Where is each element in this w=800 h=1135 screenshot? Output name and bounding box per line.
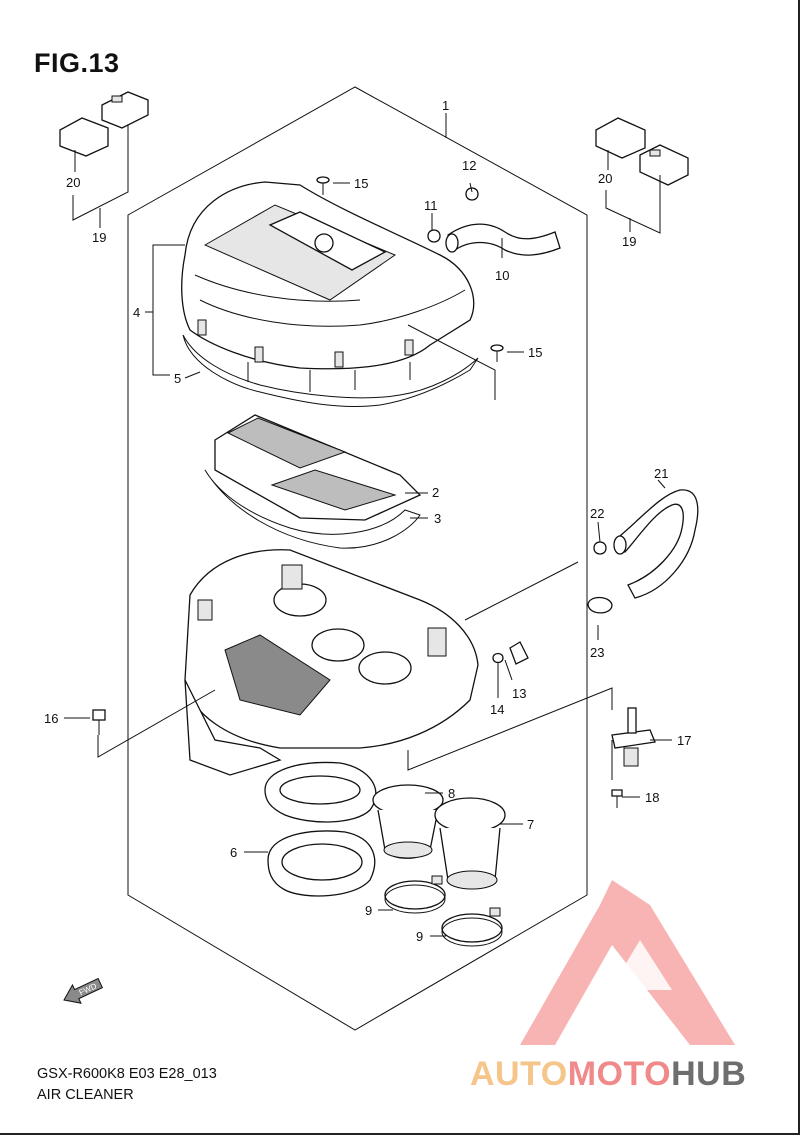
sensor-screw[interactable] (611, 789, 623, 808)
callout-6: 6 (230, 845, 237, 860)
drain-hose[interactable] (613, 489, 699, 599)
callout-labels: 1 2 3 4 5 6 7 8 9 9 10 11 12 13 14 15 15… (44, 98, 691, 944)
watermark-logo: AUTOMOTOHUB (470, 880, 746, 1093)
hose-clip-12[interactable] (465, 187, 479, 201)
callout-2: 2 (432, 485, 439, 500)
watermark-auto: AUTO (470, 1055, 568, 1093)
air-cleaner-case[interactable] (184, 549, 479, 776)
assembly-boundary (127, 86, 588, 1031)
callout-20-a: 20 (66, 175, 80, 190)
forward-arrow-icon: FWD (63, 977, 104, 1004)
leader-lines (64, 113, 672, 937)
callout-4: 4 (133, 305, 140, 320)
callout-9-a: 9 (365, 903, 372, 918)
model-code: GSX-R600K8 E03 E28_013 (37, 1066, 217, 1082)
callout-11: 11 (424, 198, 438, 213)
cap-screw-side[interactable] (490, 344, 504, 362)
callout-20-b: 20 (598, 171, 612, 186)
callout-13: 13 (512, 686, 526, 701)
figure-title: FIG.13 (34, 48, 120, 78)
filter-element[interactable] (214, 414, 422, 521)
connector-cover-left[interactable] (59, 117, 109, 157)
callout-17: 17 (677, 733, 691, 748)
callout-21: 21 (654, 466, 668, 481)
breather-hose[interactable] (445, 223, 561, 256)
intake-air-temp-sensor[interactable] (611, 707, 656, 767)
callout-18: 18 (645, 790, 659, 805)
hose-clip-22[interactable] (593, 541, 607, 555)
cap-screw-top[interactable] (316, 176, 330, 195)
callout-15-a: 15 (354, 176, 368, 191)
connector-cover-right[interactable] (595, 117, 646, 159)
callout-22: 22 (590, 506, 604, 521)
duct-seal[interactable] (264, 761, 377, 897)
callout-12: 12 (462, 158, 476, 173)
callout-8: 8 (448, 786, 455, 801)
connector-right[interactable] (639, 144, 689, 186)
callout-5: 5 (174, 371, 181, 386)
funnel-clamp-1[interactable] (384, 875, 446, 914)
callout-19-b: 19 (622, 234, 636, 249)
hose-clamp-23[interactable] (587, 596, 613, 614)
case-bolt[interactable] (92, 709, 106, 735)
callout-16: 16 (44, 711, 58, 726)
watermark-text: AUTOMOTOHUB (470, 1055, 746, 1093)
callout-10: 10 (495, 268, 509, 283)
connector-left[interactable] (101, 91, 149, 129)
callout-3: 3 (434, 511, 441, 526)
watermark-hub: HUB (671, 1055, 746, 1093)
cap-gasket (182, 334, 479, 407)
callout-1: 1 (442, 98, 449, 113)
drain-cap[interactable] (509, 641, 529, 665)
callout-23: 23 (590, 645, 604, 660)
callout-14: 14 (490, 702, 504, 717)
callout-15-b: 15 (528, 345, 542, 360)
funnel-clamp-2[interactable] (441, 907, 503, 947)
watermark-moto: MOTO (568, 1055, 671, 1093)
section-name: AIR CLEANER (37, 1087, 134, 1103)
filter-gasket (204, 469, 421, 549)
intake-funnel-short[interactable] (372, 784, 444, 859)
callout-7: 7 (527, 817, 534, 832)
fwd-label: FWD (78, 981, 99, 997)
drain-clip[interactable] (492, 652, 504, 664)
air-cleaner-cap[interactable] (181, 181, 475, 392)
callout-19-a: 19 (92, 230, 106, 245)
callout-9-b: 9 (416, 929, 423, 944)
intake-funnel-tall[interactable] (434, 797, 506, 890)
hose-clip-11[interactable] (427, 229, 441, 243)
